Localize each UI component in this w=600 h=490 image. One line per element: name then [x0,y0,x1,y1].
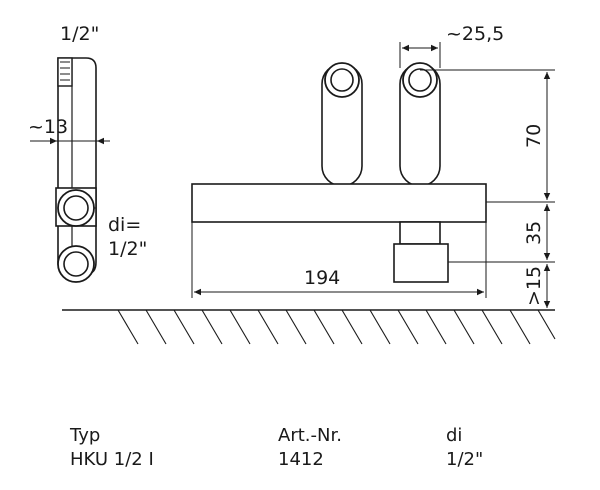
floor [62,309,556,345]
side-width-label: ~13 [28,116,68,138]
header-di: di [446,425,463,446]
front-body-upper [191,183,487,223]
front-port-left-inner [330,68,354,92]
side-thread-fitting [57,57,73,87]
front-view [191,62,487,283]
height-15-label: >15 [523,266,545,306]
spec-table: Typ Art.-Nr. di HKU 1/2 I 1412 1/2" [70,424,530,472]
front-port-right-inner [408,68,432,92]
width-194-label: 194 [304,267,340,289]
cell-article-number: 1412 [278,449,324,470]
dim-194 [191,222,487,298]
technical-drawing: 1/2" ~13 di= 1/2" ~25,5 70 35 >15 194 [28,23,556,345]
side-body-outline [57,57,97,275]
side-pipe-lower-inner [63,251,89,277]
cell-type: HKU 1/2 I [70,449,154,470]
spec-table-header: Typ Art.-Nr. di [70,424,530,448]
thread-label: 1/2" [60,23,99,45]
side-pipe-upper-inner [63,195,89,221]
table-row: HKU 1/2 I 1412 1/2" [70,448,530,472]
front-connector-neck [399,221,441,245]
dim-25-5 [399,42,441,68]
pipe-spacing-label: ~25,5 [446,23,504,45]
height-70-label: 70 [523,124,545,148]
cell-di: 1/2" [446,449,484,470]
header-article-number: Art.-Nr. [278,425,342,446]
height-35-label: 35 [523,221,545,245]
header-type: Typ [70,425,101,446]
di-label-line1: di= [108,214,141,236]
floor-hatching [117,309,556,345]
front-connector-block [393,243,449,283]
di-label-line2: 1/2" [108,238,147,260]
side-view [55,57,97,283]
